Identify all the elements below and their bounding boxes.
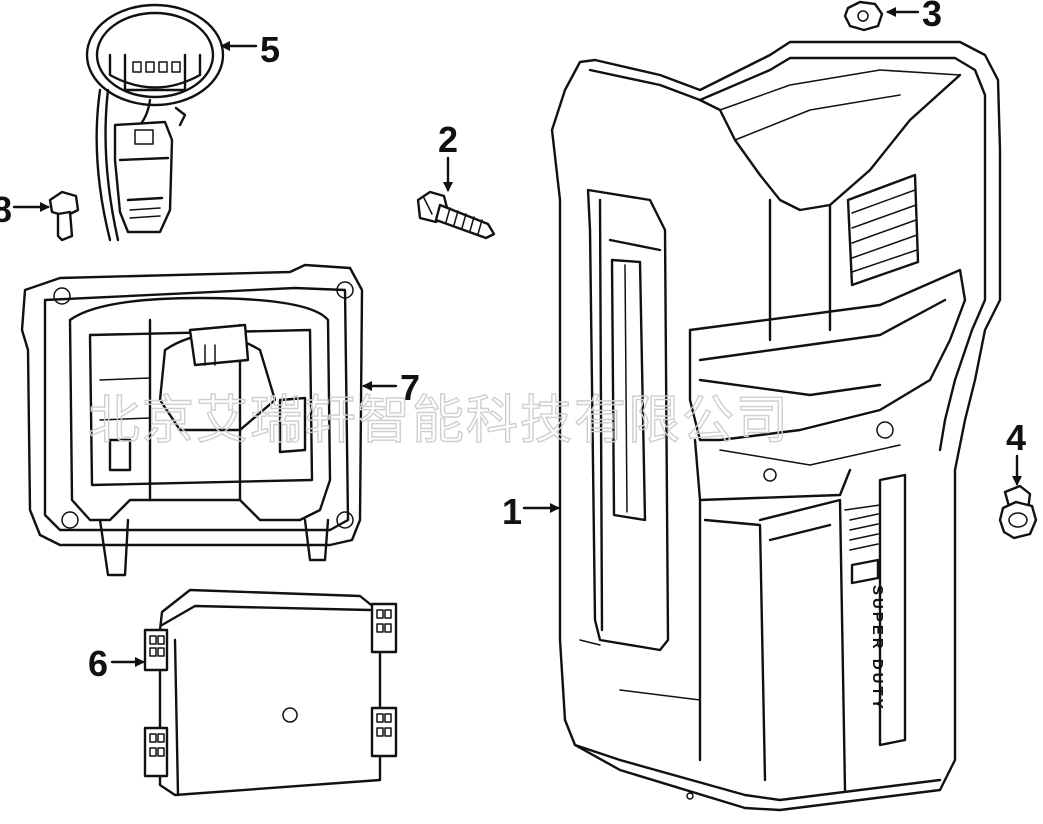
part-5-bulb-socket xyxy=(85,3,225,242)
callout-2: 2 xyxy=(438,119,458,192)
callout-8: 8 xyxy=(0,189,50,230)
callout-7: 7 xyxy=(362,367,420,408)
part-8-screw xyxy=(48,190,80,242)
lamp-side-lettering: SUPER DUTY xyxy=(869,585,886,712)
callout-3: 3 xyxy=(886,0,942,34)
part-4-fastener xyxy=(998,484,1038,540)
module-connector-right-top xyxy=(370,602,398,654)
callout-label-5: 5 xyxy=(260,29,280,70)
part-2-screw xyxy=(416,190,496,240)
callout-1: 1 xyxy=(502,491,560,532)
module-connector-right-bottom xyxy=(370,706,398,758)
callout-label-6: 6 xyxy=(88,643,108,684)
callout-label-1: 1 xyxy=(502,491,522,532)
callout-label-4: 4 xyxy=(1006,417,1026,458)
callout-label-8: 8 xyxy=(0,189,12,230)
part-3-nut xyxy=(843,0,884,32)
module-connector-left-bottom xyxy=(143,726,169,778)
callout-label-7: 7 xyxy=(400,367,420,408)
part-1-tail-lamp: SUPER DUTY xyxy=(550,40,1002,812)
callout-label-3: 3 xyxy=(922,0,942,34)
part-7-lamp-bracket xyxy=(20,263,364,577)
lamp-vent-grill xyxy=(846,173,920,287)
callout-5: 5 xyxy=(220,29,280,70)
module-connector-left-top xyxy=(143,628,169,672)
part-6-control-module xyxy=(143,588,398,797)
callout-6: 6 xyxy=(88,643,145,684)
callout-4: 4 xyxy=(1006,417,1026,486)
callout-label-2: 2 xyxy=(438,119,458,160)
watermark-text: 北京艾瑞轩智能科技有限公司 xyxy=(88,391,790,451)
